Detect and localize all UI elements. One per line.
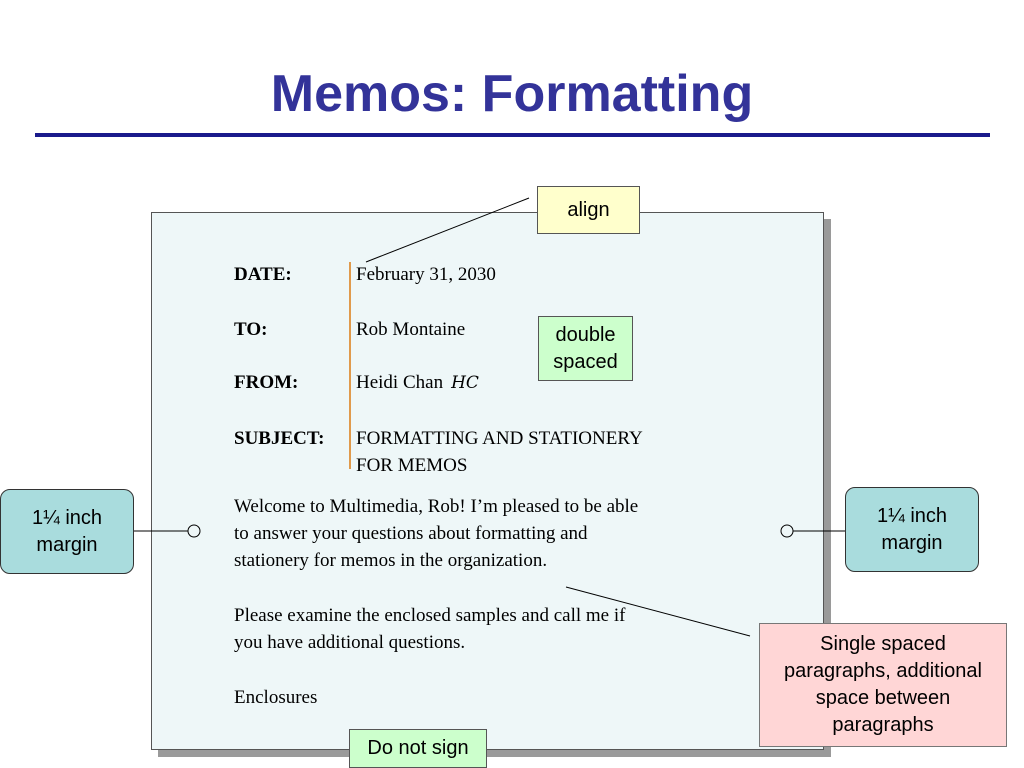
callout-double-line-1: double <box>555 323 616 346</box>
from-value: Heidi Chan <box>356 372 444 393</box>
left-margin-marker <box>187 524 201 538</box>
spacing-pointer-line <box>565 586 751 637</box>
date-value: February 31, 2030 <box>356 264 496 285</box>
callout-right-margin: 1¼ inch margin <box>845 487 979 572</box>
callout-single-spaced: Single spaced paragraphs, additional spa… <box>759 623 1007 747</box>
align-pointer-line <box>365 197 530 263</box>
subject-line-2: FOR MEMOS <box>356 455 468 476</box>
alignment-guide-line <box>349 262 351 469</box>
subject-line-1: FORMATTING AND STATIONERY <box>356 428 643 449</box>
callout-single-line-4: paragraphs <box>832 714 934 736</box>
callout-left-margin: 1¼ inch margin <box>0 489 134 574</box>
callout-align: align <box>537 186 640 234</box>
callout-right-margin-line-2: margin <box>881 531 943 554</box>
from-line: Heidi Chan HC <box>356 369 479 397</box>
callout-double-line-2: spaced <box>553 350 618 373</box>
callout-single-line-2: paragraphs, additional <box>784 660 982 682</box>
callout-do-not-sign: Do not sign <box>349 729 487 768</box>
body-paragraph-2-line-1: Please examine the enclosed samples and … <box>234 605 626 626</box>
right-margin-marker <box>780 524 794 538</box>
to-label: TO: <box>234 319 268 340</box>
body-paragraph-1-line-3: stationery for memos in the organization… <box>234 550 548 571</box>
initials-mark: HC <box>451 373 479 393</box>
body-paragraph-1-line-1: Welcome to Multimedia, Rob! I’m pleased … <box>234 496 639 517</box>
to-value: Rob Montaine <box>356 319 466 340</box>
callout-single-line-3: space between <box>815 687 951 709</box>
callout-right-margin-line-1: 1¼ inch <box>876 504 948 527</box>
body-paragraph-1-line-2: to answer your questions about formattin… <box>234 523 588 544</box>
title-underline <box>35 133 990 137</box>
callout-double-spaced: double spaced <box>538 316 633 381</box>
callout-single-line-1: Single spaced <box>820 633 946 655</box>
callout-left-margin-line-1: 1¼ inch <box>31 506 103 529</box>
body-paragraph-2-line-2: you have additional questions. <box>234 632 466 653</box>
callout-left-margin-line-2: margin <box>36 533 98 556</box>
memo-page <box>151 212 824 750</box>
slide-title: Memos: Formatting <box>270 65 754 123</box>
closing-enclosures: Enclosures <box>234 687 318 708</box>
from-label: FROM: <box>234 372 299 393</box>
date-label: DATE: <box>234 264 292 285</box>
subject-label: SUBJECT: <box>234 428 325 449</box>
